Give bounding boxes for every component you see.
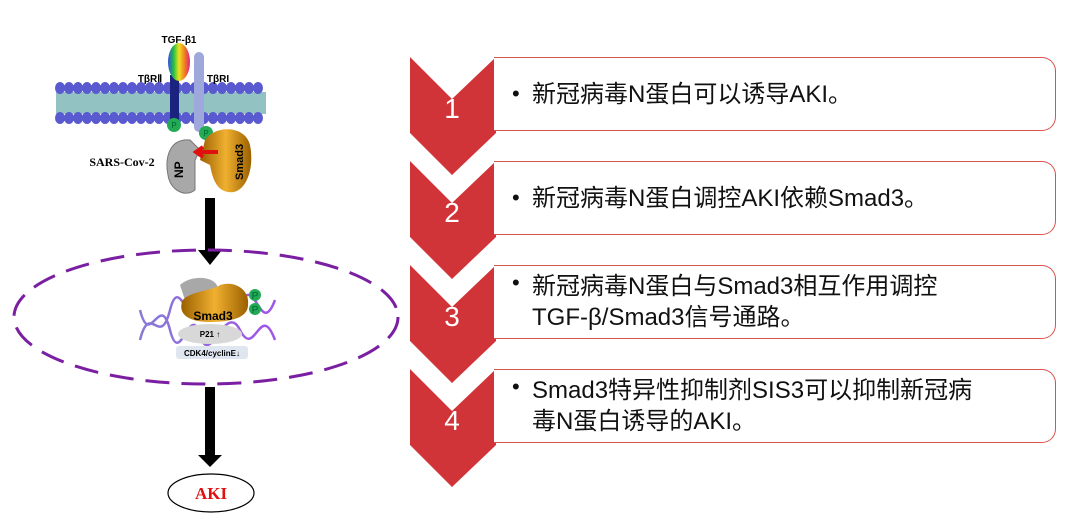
lipid-head xyxy=(208,112,218,124)
interaction-arrow-icon xyxy=(192,145,218,159)
lipid-head xyxy=(73,82,83,94)
cdk4-node xyxy=(176,346,248,359)
lipid-head xyxy=(64,112,74,124)
smad3-protein-nuclear xyxy=(181,283,249,322)
step-box: • 新冠病毒N蛋白可以诱导AKI。 xyxy=(494,57,1056,131)
receptor1-label: TβRI xyxy=(207,74,229,85)
np-protein xyxy=(166,139,201,194)
chevron-icon xyxy=(410,265,496,383)
step-text-line: 毒N蛋白诱导的AKI。 xyxy=(532,408,757,435)
lipid-head xyxy=(244,112,254,124)
lipid-head xyxy=(118,82,128,94)
phospho-label: P xyxy=(252,291,259,302)
cdk4-label: CDK4/cyclinE↓ xyxy=(184,349,240,358)
receptor-type1 xyxy=(194,52,204,132)
step-3: 3 • 新冠病毒N蛋白与Smad3相互作用调控 TGF-β/Smad3信号通路。 xyxy=(410,265,1060,385)
virus-label: SARS-Cov-2 xyxy=(89,155,154,169)
lipid-head xyxy=(208,82,218,94)
lipid-head xyxy=(100,112,110,124)
lipid-head xyxy=(181,112,191,124)
lipid-head xyxy=(154,112,164,124)
chevron-icon xyxy=(410,161,496,279)
step-box: • 新冠病毒N蛋白调控AKI依赖Smad3。 xyxy=(494,161,1056,235)
lipid-head xyxy=(244,82,254,94)
step-4: 4 • Smad3特异性抑制剂SIS3可以抑制新冠病毒N蛋白诱导的AKI。 xyxy=(410,369,1060,489)
lipid-head xyxy=(91,82,101,94)
lipid-head xyxy=(64,82,74,94)
receptor-type2 xyxy=(170,75,179,125)
lipid-head xyxy=(181,82,191,94)
np-label: NP xyxy=(172,161,186,178)
bullet: • xyxy=(512,270,520,295)
chevron-icon xyxy=(410,369,496,487)
phospho-label: P xyxy=(252,305,259,316)
lipid-head xyxy=(235,112,245,124)
bullet: • xyxy=(512,185,520,210)
step-text-line: 新冠病毒N蛋白与Smad3相互作用调控 xyxy=(532,273,938,300)
lipid-head xyxy=(253,112,263,124)
lipid-head xyxy=(55,112,65,124)
lipid-head xyxy=(136,82,146,94)
pathway-diagram: TGF-β1 TβRⅡ TβRI P P NP Smad3 SARS-Cov-2… xyxy=(12,35,400,513)
step-number: 4 xyxy=(444,405,460,436)
receptor2-label: TβRⅡ xyxy=(138,74,162,85)
lipid-head xyxy=(154,82,164,94)
lipid-head xyxy=(145,112,155,124)
lipid-head xyxy=(235,82,245,94)
lipid-head xyxy=(109,82,119,94)
lipid-head xyxy=(109,112,119,124)
lipid-head xyxy=(217,112,227,124)
lipid-head xyxy=(91,112,101,124)
bullet: • xyxy=(512,81,520,106)
lipid-head xyxy=(127,82,137,94)
step-1: 1 • 新冠病毒N蛋白可以诱导AKI。 xyxy=(410,57,1060,177)
lipid-head xyxy=(226,112,236,124)
tgf-beta1-ligand xyxy=(168,43,190,81)
tgf-beta1-label: TGF-β1 xyxy=(162,35,197,46)
nucleus-boundary xyxy=(12,248,400,386)
lipid-head xyxy=(226,82,236,94)
lipid-head xyxy=(145,82,155,94)
phospho-label: P xyxy=(171,121,176,130)
p21-node xyxy=(178,324,242,344)
p21-label: P21 ↑ xyxy=(200,330,220,339)
cell-membrane xyxy=(55,82,266,124)
lipid-head xyxy=(82,112,92,124)
step-text: 新冠病毒N蛋白可以诱导AKI。 xyxy=(532,80,853,108)
step-text-line: Smad3特异性抑制剂SIS3可以抑制新冠病 xyxy=(532,377,973,404)
step-text: 新冠病毒N蛋白调控AKI依赖Smad3。 xyxy=(532,184,929,212)
arrow-down-icon xyxy=(198,387,222,467)
smad3-protein xyxy=(200,129,252,193)
phospho-icon xyxy=(249,289,261,301)
step-2: 2 • 新冠病毒N蛋白调控AKI依赖Smad3。 xyxy=(410,161,1060,281)
lipid-head xyxy=(136,112,146,124)
arrow-down-icon xyxy=(198,198,222,265)
lipid-head xyxy=(73,112,83,124)
phospho-icon xyxy=(167,118,181,132)
phospho-icon xyxy=(249,303,261,315)
lipid-head xyxy=(82,82,92,94)
phospho-label: P xyxy=(203,129,208,138)
step-number: 1 xyxy=(444,93,460,124)
lipid-head xyxy=(55,82,65,94)
smad3-label-nuclear: Smad3 xyxy=(193,309,233,323)
lipid-head xyxy=(217,82,227,94)
lipid-head xyxy=(253,82,263,94)
lipid-head xyxy=(100,82,110,94)
step-text-line: TGF-β/Smad3信号通路。 xyxy=(532,304,805,331)
smad3-label: Smad3 xyxy=(234,144,246,180)
step-box: • 新冠病毒N蛋白与Smad3相互作用调控 TGF-β/Smad3信号通路。 xyxy=(494,265,1056,339)
lipid-head xyxy=(118,112,128,124)
aki-label: AKI xyxy=(195,484,228,503)
step-number: 2 xyxy=(444,197,460,228)
lipid-head xyxy=(127,112,137,124)
step-box: • Smad3特异性抑制剂SIS3可以抑制新冠病毒N蛋白诱导的AKI。 xyxy=(494,369,1056,443)
aki-outcome xyxy=(167,473,255,513)
step-number: 3 xyxy=(444,301,460,332)
bullet: • xyxy=(512,374,520,399)
chevron-icon xyxy=(410,57,496,175)
